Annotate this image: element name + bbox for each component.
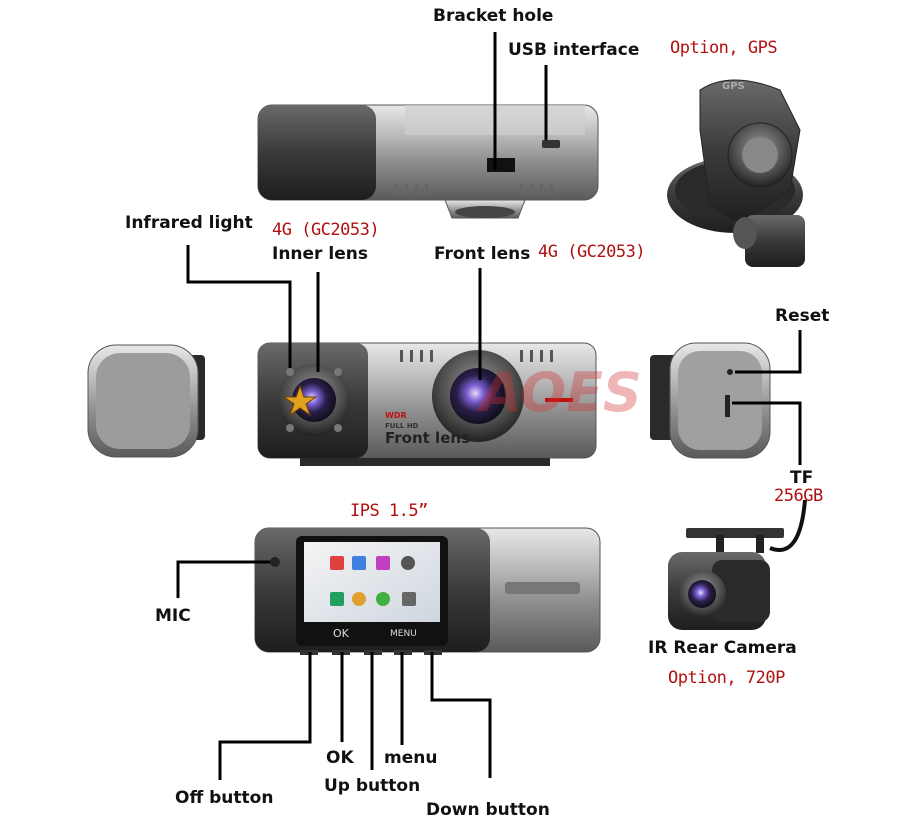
- label-up-button: Up button: [324, 776, 421, 796]
- wdr-mark: WDR: [385, 411, 407, 420]
- right-side-view: [650, 342, 771, 459]
- reset-hole: [727, 369, 733, 375]
- tf-slot: [725, 395, 730, 417]
- inner-lens-glass: [292, 378, 336, 422]
- label-option-gps: Option, GPS: [670, 38, 778, 58]
- infrared-star-marker: [282, 384, 318, 417]
- label-off-button: Off button: [175, 788, 274, 808]
- front-lens-glass: [450, 368, 506, 424]
- callout-lines: [176, 32, 802, 780]
- label-inner-sensor: 4G (GC2053): [272, 220, 380, 240]
- usb-port: [542, 140, 560, 148]
- rear-camera-image: [668, 499, 807, 630]
- label-ok: OK: [326, 748, 354, 768]
- label-tf: TF: [790, 468, 814, 488]
- label-mic: MIC: [155, 606, 191, 626]
- ips-screen: [304, 542, 440, 622]
- watermark: AOES: [480, 361, 642, 424]
- label-rear-option: Option, 720P: [668, 668, 785, 688]
- label-ips: IPS 1.5”: [350, 501, 428, 521]
- label-inner-lens: Inner lens: [272, 244, 368, 264]
- mic-hole: [270, 557, 280, 567]
- left-side-view: [87, 344, 205, 458]
- front-view-device: [257, 342, 597, 466]
- fullhd-mark: FULL HD: [385, 422, 419, 430]
- label-infrared-light: Infrared light: [125, 213, 253, 233]
- gps-mark: GPS: [722, 81, 745, 92]
- label-front-lens: Front lens: [434, 244, 531, 264]
- gps-mount-image: [667, 79, 805, 267]
- top-view-device: [257, 104, 599, 219]
- screen-app-icons: [330, 556, 416, 606]
- label-bracket-hole: Bracket hole: [433, 6, 554, 26]
- label-menu: menu: [384, 748, 438, 768]
- front-lens-print: Front lens: [385, 429, 470, 447]
- label-usb-interface: USB interface: [508, 40, 640, 60]
- label-down-button: Down button: [426, 800, 550, 820]
- label-tf-capacity: 256GB: [774, 486, 823, 506]
- label-ir-rear-camera: IR Rear Camera: [648, 638, 797, 658]
- rear-view-device: [254, 527, 601, 655]
- bracket-hole-slot: [487, 158, 515, 172]
- screen-menu-label: MENU: [390, 629, 417, 639]
- label-reset: Reset: [775, 306, 830, 326]
- label-front-sensor: 4G (GC2053): [538, 242, 646, 262]
- screen-ok-label: OK: [333, 627, 349, 640]
